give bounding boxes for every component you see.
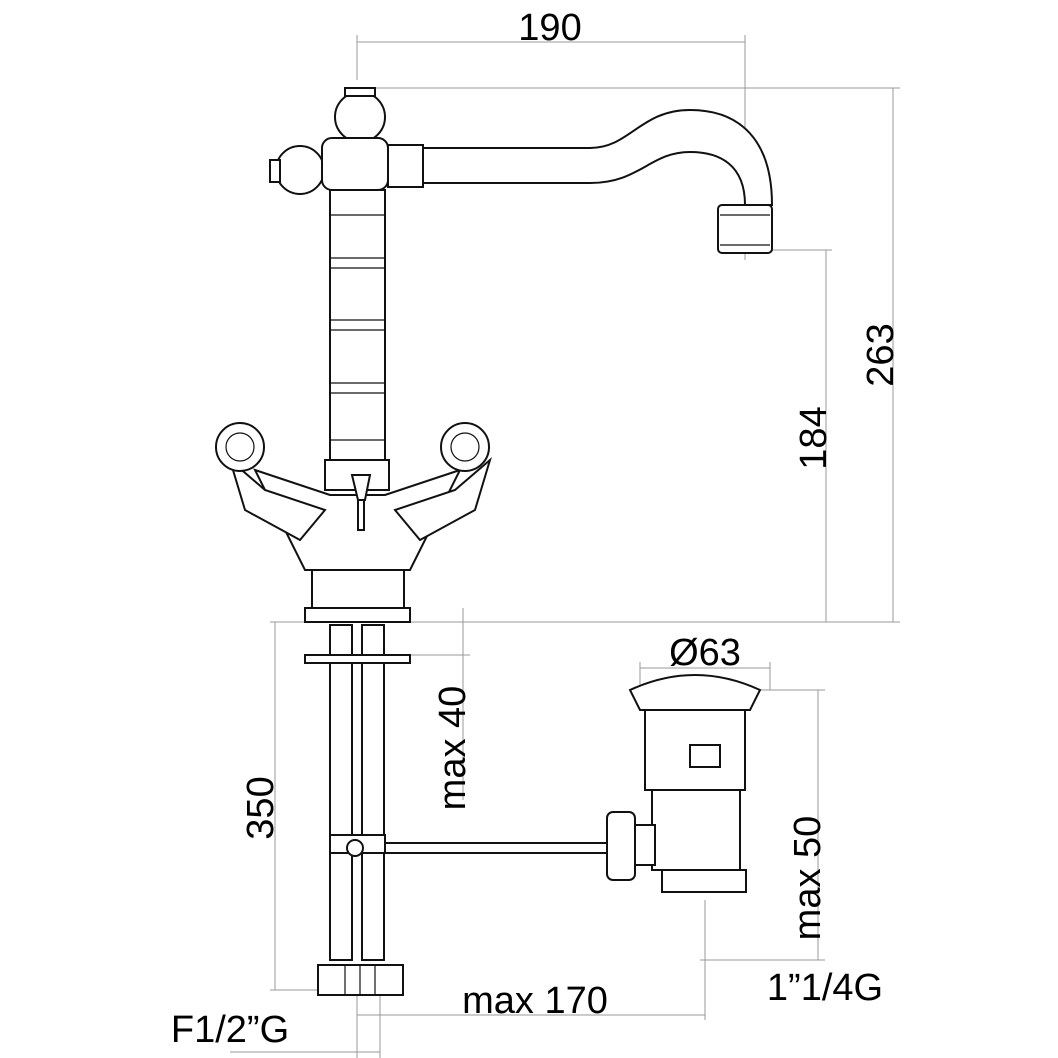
supply-hoses [304,624,411,996]
dim-waste-diameter: Ø63 [669,632,741,674]
dim-total-height: 263 [860,323,902,386]
faucet [215,87,774,623]
pop-up-waste [384,674,762,893]
dim-waste-distance: max 170 [462,980,608,1022]
waste-thread-label: 1”1/4G [767,967,883,1009]
dim-spout-reach: 190 [518,7,581,49]
dim-max-deck: max 40 [432,686,474,811]
dim-hose-length: 350 [240,776,282,839]
dim-waste-max: max 50 [787,816,829,941]
dimension-lines [230,35,900,1058]
dim-spout-height: 184 [793,406,835,469]
inlet-thread-label: F1/2”G [171,1009,289,1051]
